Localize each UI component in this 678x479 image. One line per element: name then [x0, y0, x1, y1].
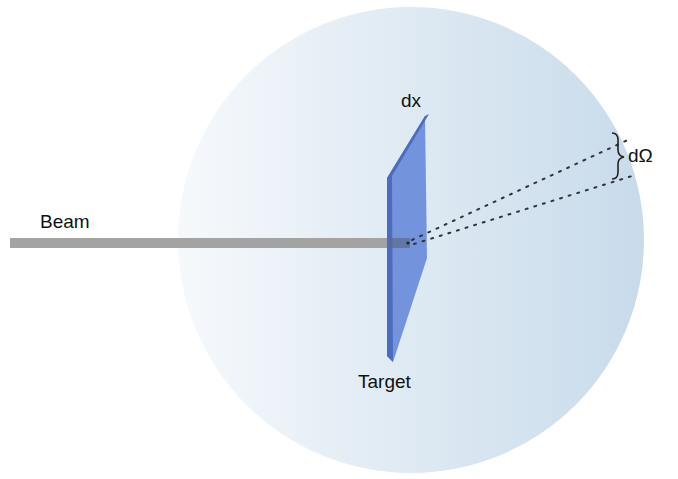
thickness-label: dx — [401, 91, 421, 112]
beam-label: Beam — [40, 212, 90, 233]
solid-angle-line — [414, 176, 632, 244]
scatter-point — [406, 241, 409, 244]
solid-angle-label: dΩ — [628, 146, 653, 167]
brace — [612, 133, 624, 179]
solid-angle-line — [412, 138, 632, 240]
target-edge — [387, 114, 429, 362]
target-plate — [387, 116, 427, 362]
target-label: Target — [358, 372, 411, 393]
beam — [10, 238, 390, 248]
beam-on-target — [390, 238, 410, 248]
